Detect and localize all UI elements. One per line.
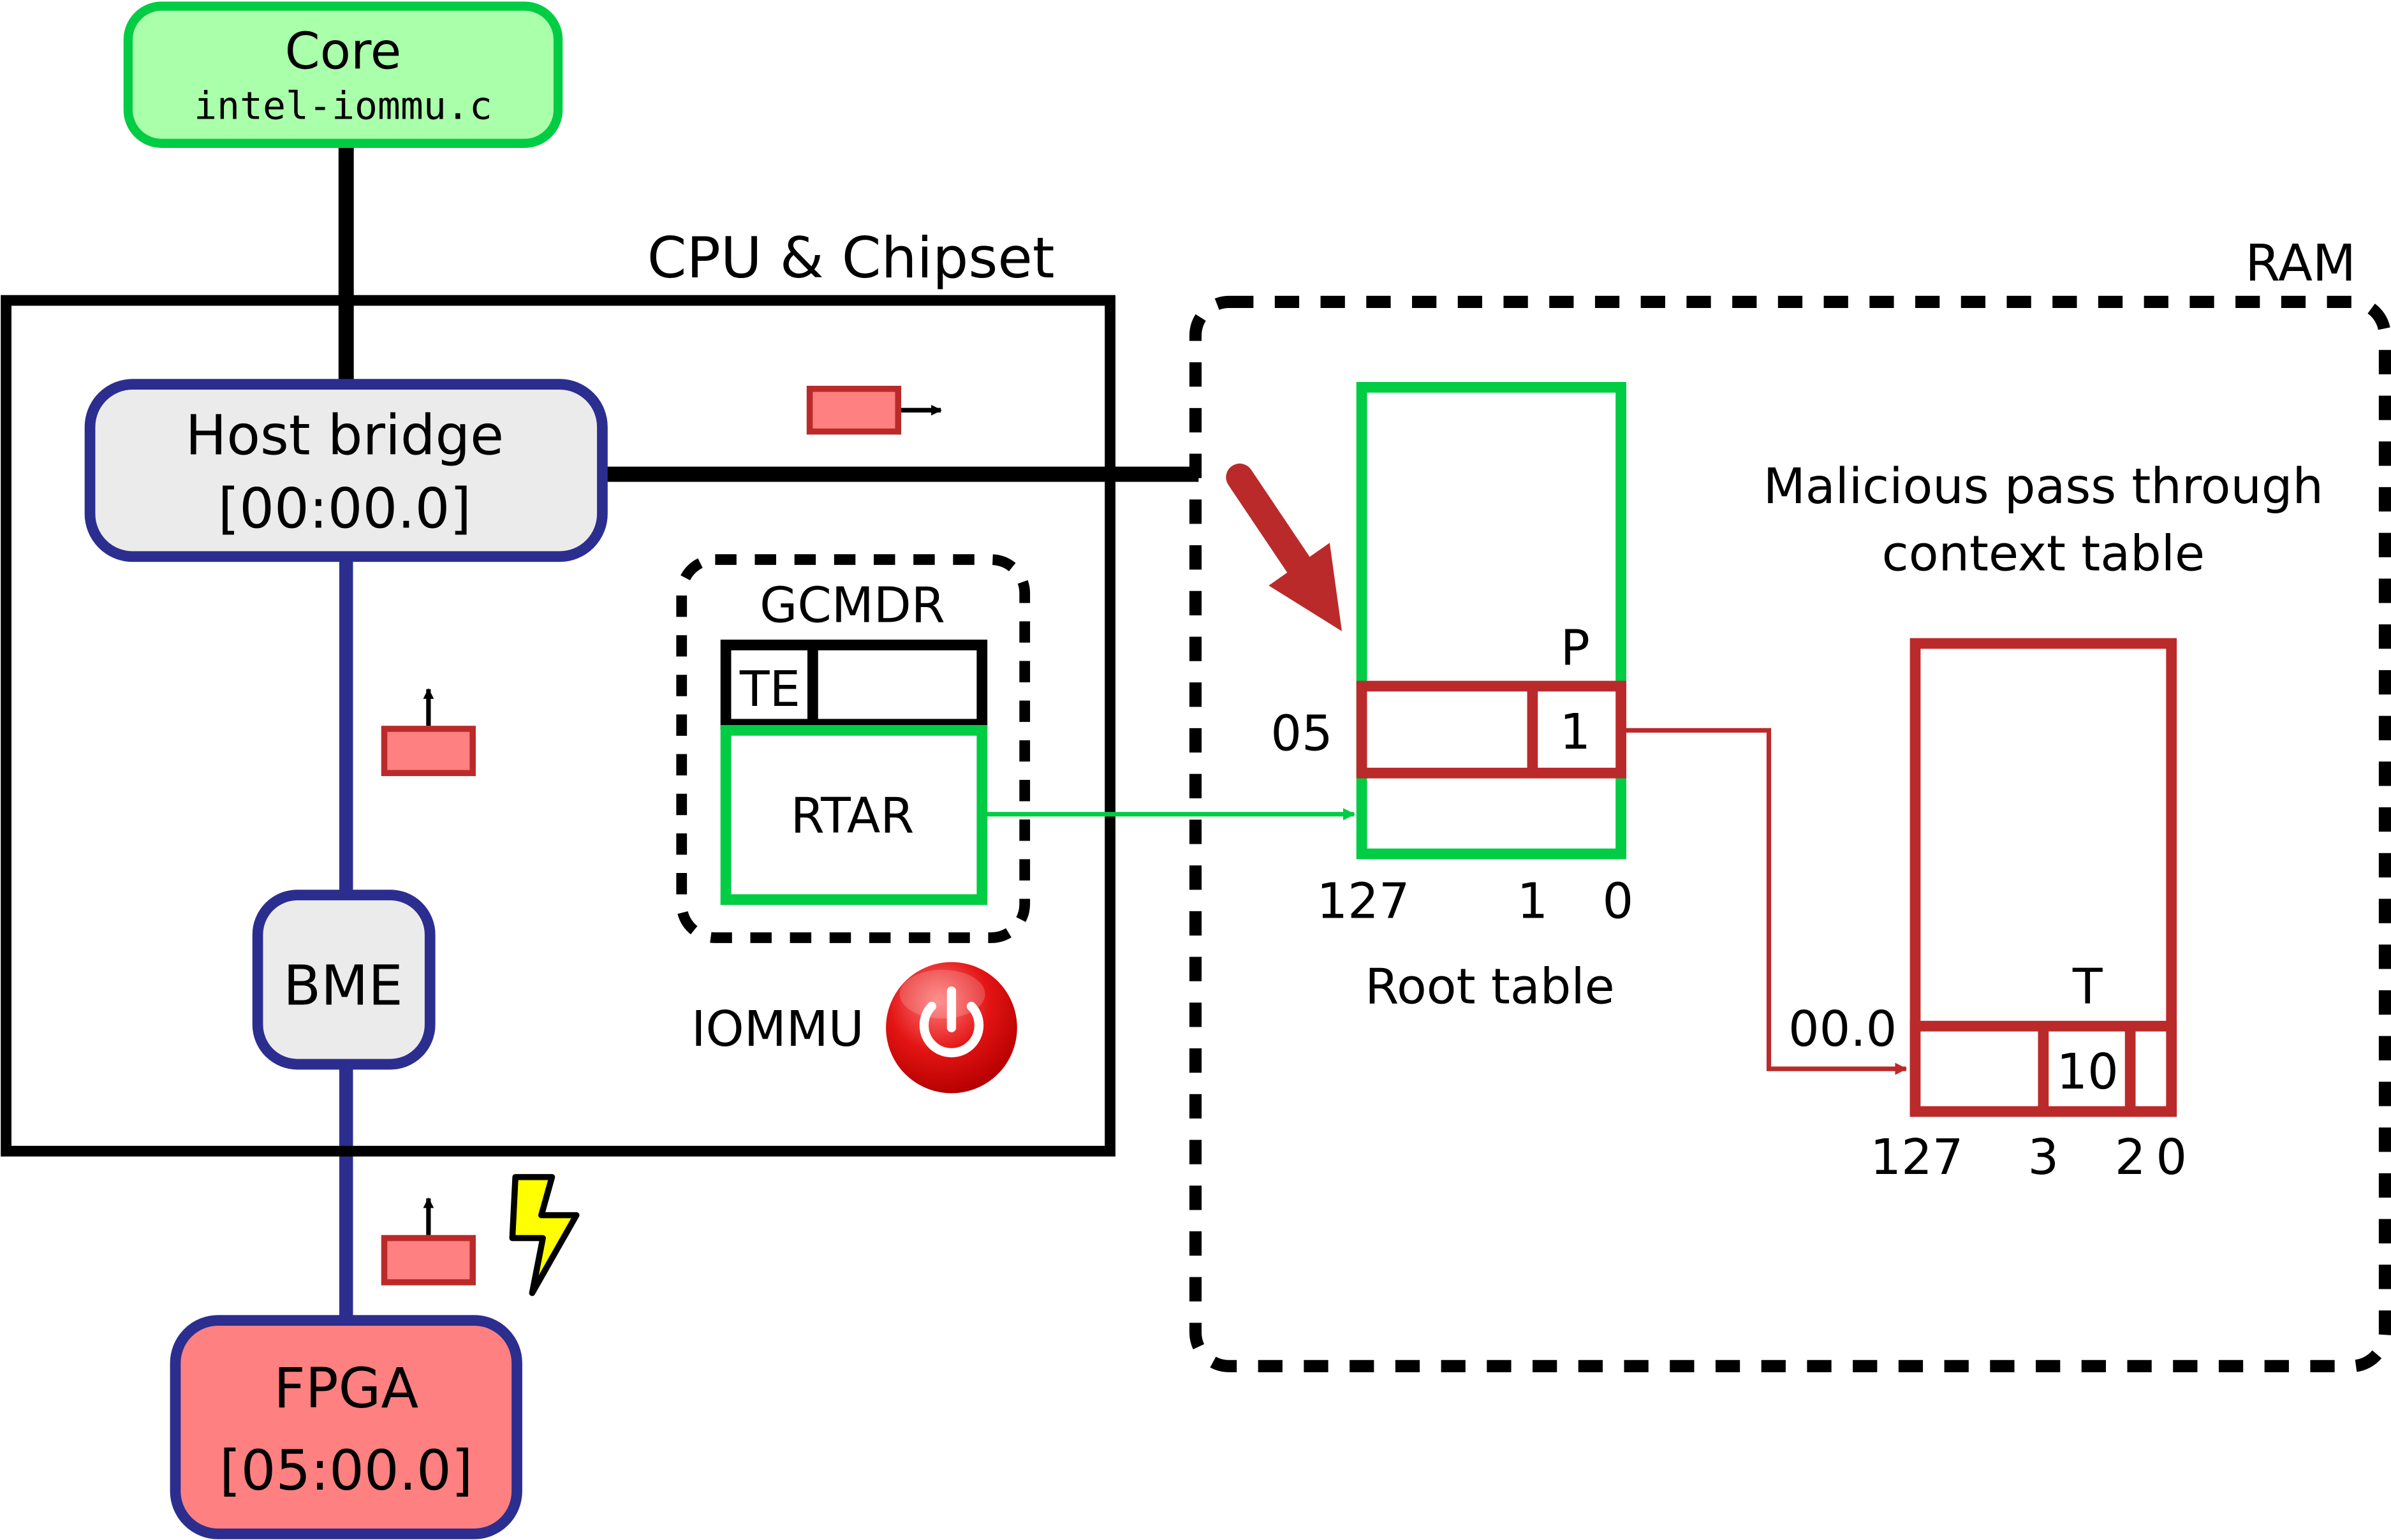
rtar-register (720, 724, 988, 906)
root-present-bit-label: P (1561, 620, 1590, 677)
context-table-label-1: Malicious pass through (1763, 458, 2323, 515)
root-table-label: Root table (1365, 958, 1614, 1015)
te-bit-label: TE (739, 661, 800, 718)
core-file: intel-iommu.c (194, 85, 492, 129)
dma-packet-bus (381, 688, 476, 777)
host-bridge-bdf: [00:00.0] (218, 477, 471, 541)
host-bridge-box (84, 379, 608, 562)
context-pointer-line (1621, 728, 1908, 1075)
context-entry-index: 00.0 (1788, 1001, 1897, 1058)
root-table (1356, 382, 1626, 860)
context-bit-2: 2 (2115, 1129, 2146, 1186)
cpu-chipset-box (1, 295, 1115, 1157)
bme-box (252, 890, 436, 1070)
fpga-name: FPGA (274, 1357, 418, 1421)
host-bridge-name: Host bridge (186, 404, 504, 468)
dma-packet-host (806, 385, 942, 435)
context-type-bit-label: T (2072, 958, 2103, 1015)
context-bit-127: 127 (1870, 1129, 1963, 1186)
rtar-label: RTAR (791, 788, 915, 845)
context-bit-0: 0 (2156, 1129, 2187, 1186)
root-bit-1: 1 (1517, 873, 1549, 930)
cpu-chipset-label: CPU & Chipset (647, 225, 1055, 291)
gcmdr-group (676, 554, 1031, 943)
ram-label: RAM (2245, 234, 2356, 293)
gcmdr-label: GCMDR (760, 578, 945, 634)
power-icon (886, 962, 1017, 1094)
context-entry-type-bits: 10 (2057, 1044, 2119, 1101)
core-box (123, 1, 563, 148)
attack-arrow-icon (1226, 463, 1343, 631)
dma-packet-fpga (381, 1197, 476, 1286)
core-title: Core (285, 22, 402, 81)
context-bit-3: 3 (2028, 1129, 2059, 1186)
bme-label: BME (283, 955, 403, 1018)
iommu-label: IOMMU (691, 1001, 864, 1058)
root-bit-127: 127 (1316, 873, 1409, 930)
gcmdr-register (720, 640, 988, 730)
root-bit-0: 0 (1602, 873, 1633, 930)
fpga-box (170, 1315, 522, 1539)
lightning-icon (509, 1174, 580, 1296)
context-table-label-2: context table (1882, 525, 2205, 582)
fpga-bdf: [05:00.0] (219, 1439, 473, 1503)
root-entry-present-bit: 1 (1560, 704, 1591, 761)
ram-region (1189, 295, 2391, 1372)
root-entry-index: 05 (1270, 705, 1332, 762)
